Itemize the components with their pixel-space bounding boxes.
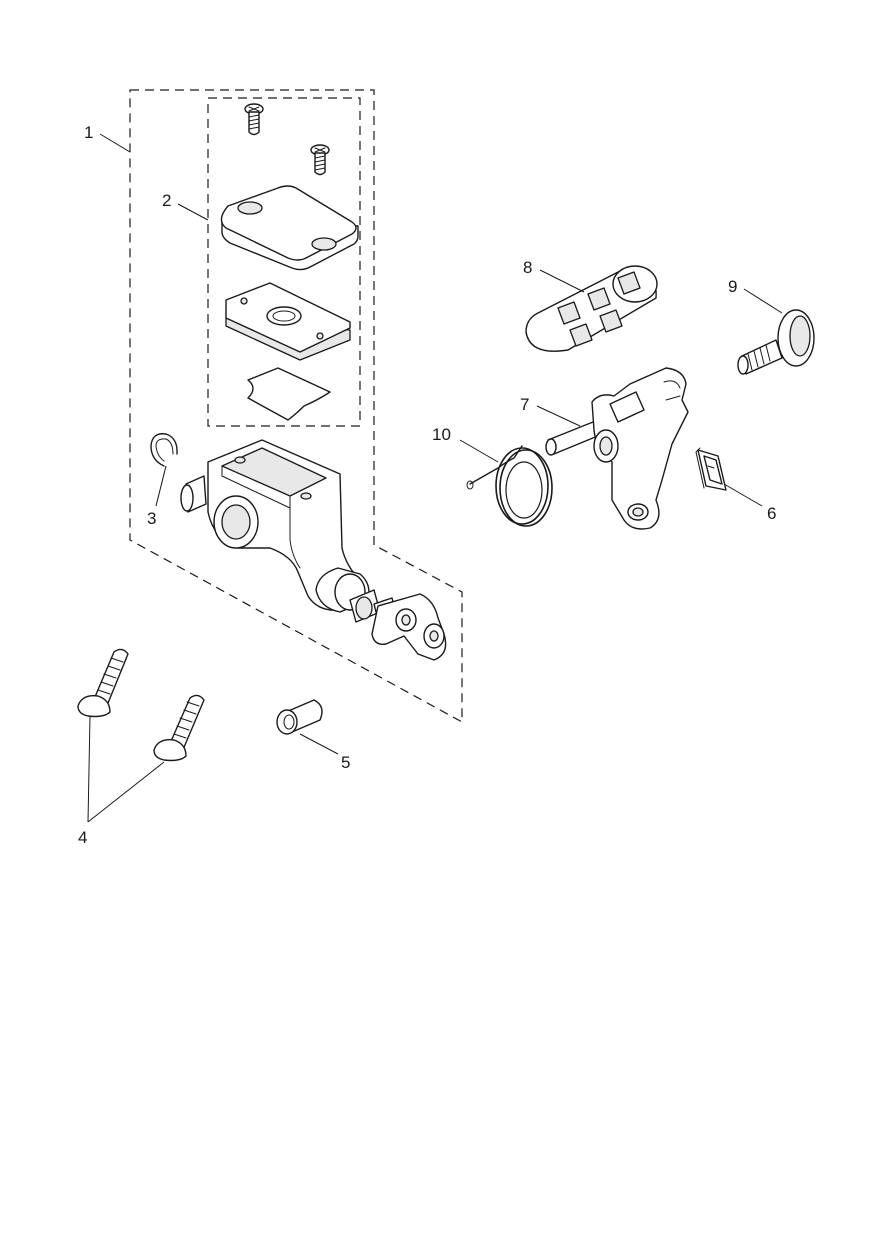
callout-2: 2 [162, 191, 171, 210]
callout-5: 5 [341, 753, 350, 772]
mounting-bolt-2 [153, 694, 205, 762]
assembly-outline-1 [129, 89, 463, 724]
callout-1: 1 [84, 123, 93, 142]
callout-7: 7 [520, 395, 529, 414]
master-cylinder-body [180, 439, 381, 623]
footrest-rubber [525, 265, 658, 352]
clevis-pin [276, 699, 323, 735]
callout-4: 4 [78, 828, 87, 847]
callout-3: 3 [147, 509, 156, 528]
circlip [150, 433, 178, 467]
mounting-bolt-1 [77, 648, 129, 718]
cap-screw-1 [244, 103, 264, 136]
retaining-clip [695, 447, 727, 491]
reservoir-cap [220, 185, 359, 271]
pivot-bolt [737, 309, 815, 375]
callout-9: 9 [728, 277, 737, 296]
callout-10: 10 [432, 425, 451, 444]
cap-screw-2 [310, 144, 330, 176]
callout-8: 8 [523, 258, 532, 277]
leader-lines [87, 133, 783, 823]
return-spring [466, 445, 553, 527]
float-plate [247, 367, 331, 421]
push-rod-clevis [371, 593, 447, 661]
diaphragm [225, 282, 351, 361]
subassembly-outline-2 [207, 97, 361, 427]
brake-pedal [545, 367, 689, 530]
callout-6: 6 [767, 504, 776, 523]
